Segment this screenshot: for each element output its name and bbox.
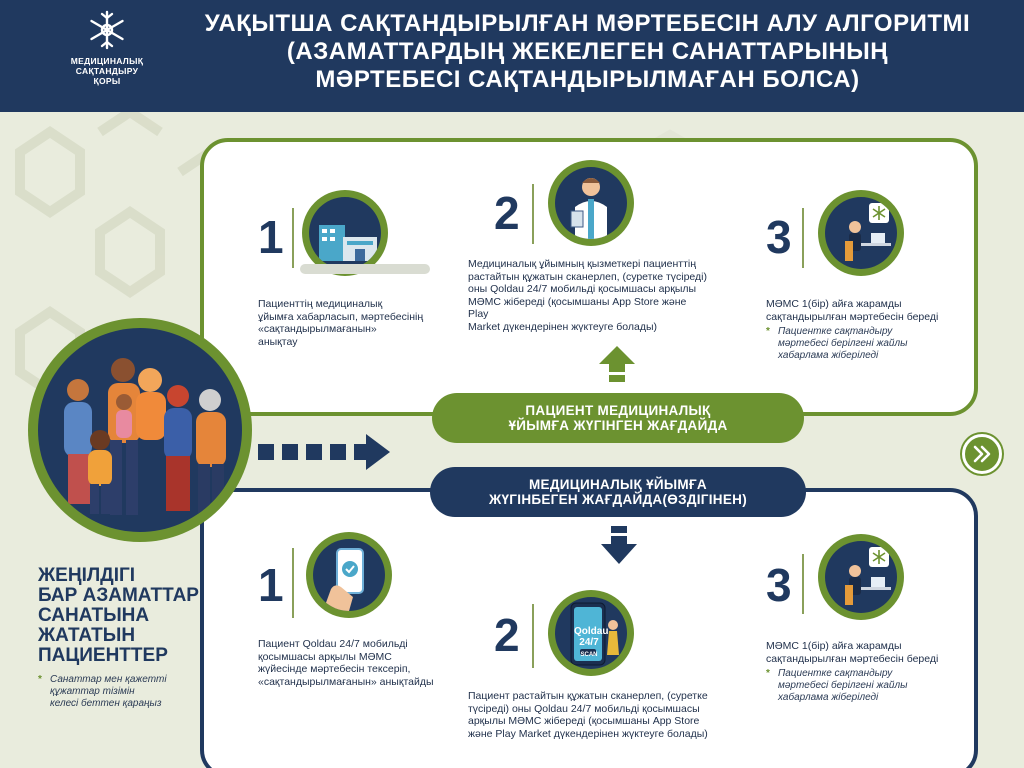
asterisk-marker: * bbox=[38, 674, 42, 685]
logo: МЕДИЦИНАЛЫҚ САҚТАНДЫРУ ҚОРЫ bbox=[62, 8, 152, 86]
bottom-step-3-note: * Пациентке сақтандыру мәртебесі берілге… bbox=[766, 668, 956, 704]
step-text-line: қосымшасы арқылы МӘМС bbox=[258, 650, 392, 663]
not-visited-organization-label: МЕДИЦИНАЛЫҚ ҰЙЫМҒА ЖҮГІНБЕГЕН ЖАҒДАЙДА(Ө… bbox=[430, 467, 806, 517]
step-divider bbox=[802, 554, 804, 614]
bottom-step-3-number: 3 bbox=[766, 559, 792, 611]
note-text-line: хабарлама жіберіледі bbox=[778, 350, 879, 361]
bottom-step-2-number: 2 bbox=[494, 609, 520, 661]
qoldau-app-icon bbox=[548, 590, 634, 676]
top-step-3-note: * Пациентке сақтандыру мәртебесі берілге… bbox=[766, 326, 956, 362]
step-text-line: ұйымға хабарласып, мәртебесінің bbox=[258, 310, 424, 323]
dashed-arrow-right-icon bbox=[258, 434, 390, 470]
step-divider bbox=[292, 548, 294, 618]
step-text-line: Пациент Qoldau 24/7 мобильді bbox=[258, 638, 408, 650]
snowflake-logo-icon bbox=[90, 10, 124, 50]
family-icon bbox=[28, 318, 252, 542]
beneficiary-title-line: ПАЦИЕНТТЕР bbox=[38, 645, 168, 666]
title-line-1: УАҚЫТША САҚТАНДЫРЫЛҒАН МӘРТЕБЕСІН АЛУ АЛ… bbox=[204, 10, 971, 37]
ground-shadow bbox=[300, 264, 430, 274]
title-line-3: МӘРТЕБЕСІ САҚТАНДЫРЫЛМАҒАН БОЛСА) bbox=[315, 66, 860, 93]
bottom-step-1-text: Пациент Qoldau 24/7 мобильді қосымшасы а… bbox=[258, 638, 448, 688]
beneficiary-title: ЖЕҢІЛДІГІ БАР АЗАМАТТАР САНАТЫНА ЖАТАТЫН… bbox=[38, 566, 208, 666]
top-step-3-text: МӘМС 1(бір) айға жарамды сақтандырылған … bbox=[766, 298, 956, 323]
logo-text-line-3: ҚОРЫ bbox=[93, 76, 121, 86]
app-label-line: Qoldau bbox=[574, 626, 609, 637]
visited-label-line: ПАЦИЕНТ МЕДИЦИНАЛЫҚ bbox=[525, 403, 711, 418]
top-step-3-number: 3 bbox=[766, 211, 792, 263]
top-step-2-text: Медициналық ұйымның қызметкері пациентті… bbox=[468, 258, 708, 333]
step-text-line: «сақтандырылмағанын» анықтайды bbox=[258, 675, 434, 688]
beneficiary-note-line: құжаттар тізімін bbox=[50, 686, 135, 697]
hospital-icon bbox=[302, 190, 388, 276]
top-step-1-text: Пациенттің медициналық ұйымға хабарласып… bbox=[258, 298, 438, 348]
title-line-2: (АЗАМАТТАРДЫҢ ЖЕКЕЛЕГЕН САНАТТАРЫНЫҢ bbox=[286, 38, 889, 65]
qoldau-app-label: Qoldau 24/7 bbox=[574, 626, 609, 648]
beneficiary-note-line: келесі беттен қараңыз bbox=[50, 698, 162, 709]
beneficiary-title-line: САНАТЫНА bbox=[38, 605, 150, 626]
logo-text-line-1: МЕДИЦИНАЛЫҚ bbox=[70, 56, 144, 66]
double-chevron-right-icon bbox=[973, 445, 991, 463]
step-text-line: Market дүкендерінен жүктеуге болады) bbox=[468, 320, 657, 333]
beneficiary-note-line: Санаттар мен қажетті bbox=[50, 674, 167, 685]
office-worker-icon bbox=[818, 190, 904, 276]
step-text-line: оны Qoldau 24/7 мобильді қосымшасы арқыл… bbox=[468, 283, 697, 295]
top-step-2-number: 2 bbox=[494, 187, 520, 239]
visited-label-line: ҰЙЫМҒА ЖҮГІНГЕН ЖАҒДАЙДА bbox=[508, 418, 728, 433]
not-visited-label-line: ЖҮГІНБЕГЕН ЖАҒДАЙДА(ӨЗДІГІНЕН) bbox=[489, 492, 747, 507]
header: МЕДИЦИНАЛЫҚ САҚТАНДЫРУ ҚОРЫ УАҚЫТША САҚТ… bbox=[0, 0, 1024, 112]
arrow-up-icon bbox=[599, 346, 635, 382]
bottom-step-2-text: Пациент растайтын құжатын сканерлеп, (су… bbox=[468, 690, 718, 740]
step-text-line: Медициналық ұйымның қызметкері пациентті… bbox=[468, 258, 697, 270]
step-divider bbox=[532, 604, 534, 668]
next-page-button[interactable] bbox=[962, 434, 1002, 474]
visited-organization-label: ПАЦИЕНТ МЕДИЦИНАЛЫҚ ҰЙЫМҒА ЖҮГІНГЕН ЖАҒД… bbox=[432, 393, 804, 443]
note-text-line: Пациентке сақтандыру bbox=[778, 326, 893, 337]
doctor-icon bbox=[548, 160, 634, 246]
step-text-line: МӘМС 1(бір) айға жарамды bbox=[766, 298, 902, 310]
asterisk-marker: * bbox=[766, 668, 770, 679]
note-text-line: хабарлама жіберіледі bbox=[778, 692, 879, 703]
phone-hand-icon bbox=[306, 532, 392, 618]
step-divider bbox=[292, 208, 294, 268]
page-title: УАҚЫТША САҚТАНДЫРЫЛҒАН МӘРТЕБЕСІН АЛУ АЛ… bbox=[165, 10, 1010, 94]
step-text-line: және Play Market дүкендерінен жүктеуге б… bbox=[468, 727, 708, 740]
scan-button: SCAN bbox=[580, 652, 598, 658]
step-text-line: анықтау bbox=[258, 335, 298, 348]
beneficiary-title-line: БАР АЗАМАТТАР bbox=[38, 585, 199, 606]
top-step-1-number: 1 bbox=[258, 211, 284, 263]
beneficiary-title-line: ЖЕҢІЛДІГІ bbox=[38, 565, 136, 586]
office-worker-icon bbox=[818, 534, 904, 620]
not-visited-label-line: МЕДИЦИНАЛЫҚ ҰЙЫМҒА bbox=[529, 477, 707, 492]
asterisk-marker: * bbox=[766, 326, 770, 337]
note-text-line: Пациентке сақтандыру bbox=[778, 668, 893, 679]
app-label-line: 24/7 bbox=[579, 637, 599, 648]
step-text-line: түсіреді) оны Qoldau 24/7 мобильді қосым… bbox=[468, 702, 700, 715]
note-text-line: мәртебесі берілгені жайлы bbox=[778, 338, 908, 349]
arrow-down-icon bbox=[601, 526, 637, 564]
step-text-line: Пациент растайтын құжатын сканерлеп, (су… bbox=[468, 690, 708, 702]
beneficiary-categories-block: ЖЕҢІЛДІГІ БАР АЗАМАТТАР САНАТЫНА ЖАТАТЫН… bbox=[38, 566, 208, 710]
step-text-line: «сақтандырылмағанын» bbox=[258, 323, 377, 335]
step-text-line: жүйесінде мәртебесін тексеріп, bbox=[258, 663, 411, 675]
step-text-line: арқылы МӘМС жібереді (қосымшаны App Stor… bbox=[468, 715, 700, 727]
step-divider bbox=[532, 184, 534, 244]
step-text-line: МӘМС 1(бір) айға жарамды bbox=[766, 640, 902, 652]
beneficiary-note: * Санаттар мен қажетті құжаттар тізімін … bbox=[38, 674, 208, 710]
step-text-line: сақтандырылған мәртебесін береді bbox=[766, 310, 939, 323]
note-text-line: мәртебесі берілгені жайлы bbox=[778, 680, 908, 691]
step-text-line: растайтын құжатын сканерлеп, (суретке тү… bbox=[468, 270, 707, 283]
bottom-step-1-number: 1 bbox=[258, 559, 284, 611]
step-text-line: сақтандырылған мәртебесін береді bbox=[766, 652, 939, 665]
logo-text-line-2: САҚТАНДЫРУ bbox=[75, 66, 139, 76]
step-divider bbox=[802, 208, 804, 268]
step-text-line: МӘМС жібереді (қосымшаны App Store және … bbox=[468, 295, 687, 321]
step-text-line: Пациенттің медициналық bbox=[258, 298, 383, 310]
beneficiary-title-line: ЖАТАТЫН bbox=[38, 625, 136, 646]
bottom-step-3-text: МӘМС 1(бір) айға жарамды сақтандырылған … bbox=[766, 640, 956, 665]
